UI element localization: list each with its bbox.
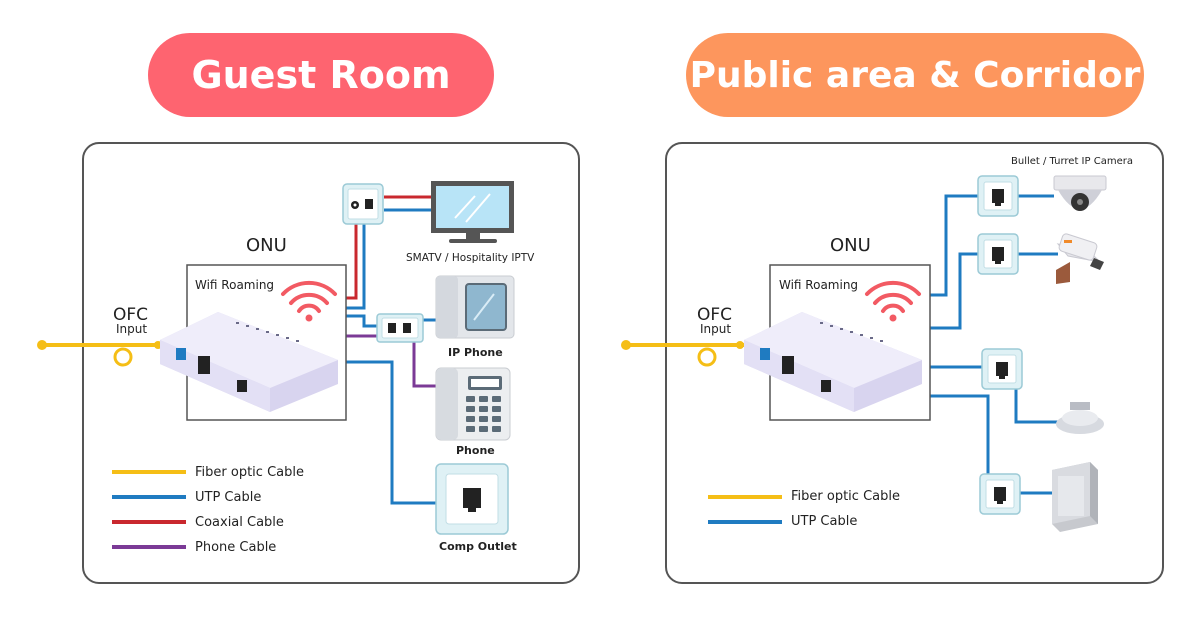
- phone-label: Phone: [456, 444, 495, 457]
- camera-label: Bullet / Turret IP Camera: [1011, 156, 1133, 167]
- public-area-title: Public area & Corridor: [686, 33, 1144, 117]
- guest-input-label: Input: [116, 322, 147, 336]
- public-legend-utp-label: UTP Cable: [791, 514, 857, 529]
- utp-cable-ceiling-speaker-drop: [1014, 380, 1058, 424]
- ip-phone-label: IP Phone: [448, 346, 503, 359]
- wifi-icon-dot: [305, 314, 313, 322]
- ip-phone-wall-outlet: [376, 313, 424, 343]
- outlet-ceiling-speaker: [981, 348, 1023, 390]
- public-onu-router-icon: [744, 312, 922, 412]
- public-legend-fiber-label: Fiber optic Cable: [791, 489, 900, 504]
- public-fiber-onu-dot: [736, 341, 744, 349]
- guest-wifi-label: Wifi Roaming: [195, 278, 274, 292]
- legend-fiber-label: Fiber optic Cable: [195, 465, 304, 480]
- legend-coax-label: Coaxial Cable: [195, 515, 284, 530]
- tv-wall-outlet: [342, 183, 384, 225]
- outlet-turret-camera: [977, 175, 1019, 217]
- public-input-label: Input: [700, 322, 731, 336]
- legend-utp-label: UTP Cable: [195, 490, 261, 505]
- onu-router-icon: [160, 312, 338, 412]
- bullet-camera-icon: [1056, 233, 1104, 284]
- utp-cable-speaker-box: [930, 394, 990, 490]
- public-wifi-label: Wifi Roaming: [779, 278, 858, 292]
- public-onu-label: ONU: [830, 235, 871, 256]
- utp-cable-comp-outlet: [346, 360, 436, 505]
- public-wifi-icon: [865, 280, 921, 313]
- network-outlet-icon: [435, 463, 509, 535]
- public-legend: Fiber optic Cable UTP Cable: [708, 489, 900, 529]
- ip-phone-icon: [435, 275, 515, 339]
- public-ofc-label: OFC: [697, 305, 732, 325]
- legend-phone-label: Phone Cable: [195, 540, 276, 555]
- utp-cable-turret-camera: [930, 194, 978, 297]
- guest-room-title: Guest Room: [148, 33, 494, 117]
- utp-cable-ip-phone: [346, 314, 380, 328]
- speaker-box-icon: [1052, 462, 1098, 532]
- guest-ofc-label: OFC: [113, 305, 148, 325]
- tv-label: SMATV / Hospitality IPTV: [406, 252, 535, 264]
- utp-cable-bullet-camera: [930, 252, 978, 330]
- guest-cables: [42, 195, 436, 505]
- turret-camera-icon: [1053, 175, 1107, 211]
- fiber-input-dot: [37, 340, 47, 350]
- fiber-slack-loop: [113, 347, 133, 367]
- comp-outlet-label: Comp Outlet: [439, 540, 517, 553]
- outlet-speaker-box: [979, 473, 1021, 515]
- phone-cable-to-phone: [412, 342, 436, 388]
- public-fiber-slack-loop: [697, 347, 717, 367]
- public-wifi-icon-dot: [889, 314, 897, 322]
- desk-phone-icon: [435, 367, 511, 441]
- guest-onu-label: ONU: [246, 235, 287, 256]
- wifi-icon: [281, 280, 337, 313]
- public-fiber-input-dot: [621, 340, 631, 350]
- guest-legend: Fiber optic Cable UTP Cable Coaxial Cabl…: [112, 465, 304, 555]
- monitor-icon: [431, 181, 514, 243]
- public-cables: [930, 194, 1058, 495]
- outlet-bullet-camera: [977, 233, 1019, 275]
- ceiling-speaker-icon: [1056, 402, 1104, 434]
